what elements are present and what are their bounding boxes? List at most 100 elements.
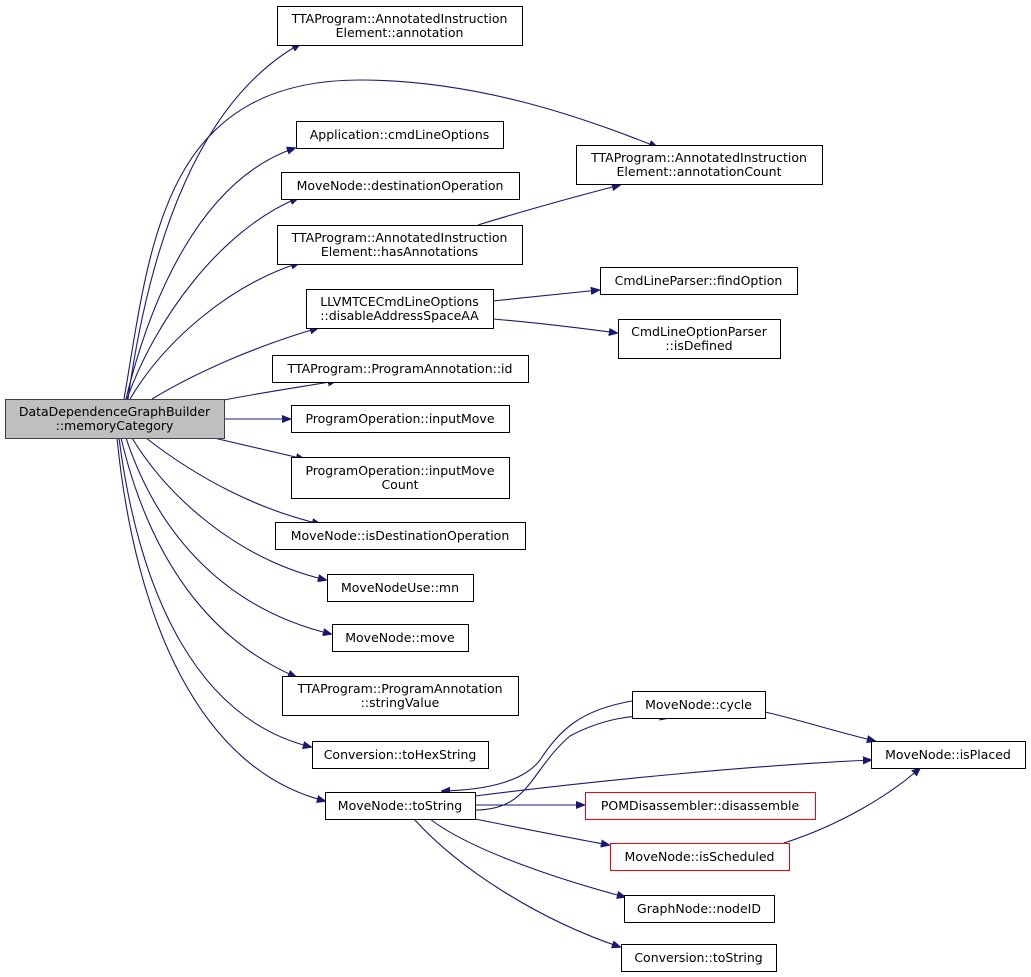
node-box: [621, 944, 777, 972]
edge-root-to-disableAddressSpaceAA: [151, 328, 318, 400]
nodes-layer: DataDependenceGraphBuilder::memoryCatego…: [5, 6, 1026, 972]
edge-root-to-cmdLineOptions: [125, 148, 295, 400]
node-isDestinationOperation[interactable]: MoveNode::isDestinationOperation: [275, 522, 526, 550]
node-root[interactable]: DataDependenceGraphBuilder::memoryCatego…: [5, 399, 225, 439]
node-label: ProgramOperation::inputMove: [305, 463, 494, 478]
node-box: [275, 522, 526, 550]
node-label: Element::annotation: [336, 25, 464, 40]
node-findOption[interactable]: CmdLineParser::findOption: [600, 267, 798, 295]
node-conversionToString[interactable]: Conversion::toString: [621, 944, 777, 972]
node-box: [325, 792, 476, 820]
node-box: [282, 676, 519, 716]
node-box: [272, 355, 529, 383]
node-box: [871, 741, 1026, 769]
edge-disableAddressSpaceAA-to-isDefined: [492, 318, 617, 333]
node-programAnnotationId[interactable]: TTAProgram::ProgramAnnotation::id: [272, 355, 529, 383]
edge-cycle-to-isPlaced: [764, 711, 875, 741]
edge-root-to-toHexString: [118, 437, 311, 747]
node-box: [576, 145, 823, 185]
edge-moveNodeToString-to-nodeID: [429, 818, 625, 897]
node-label: ProgramOperation::inputMove: [305, 411, 494, 426]
node-label: DataDependenceGraphBuilder: [19, 404, 211, 419]
node-label: LLVMTCECmdLineOptions: [320, 294, 479, 309]
node-hasAnnotations[interactable]: TTAProgram::AnnotatedInstructionElement:…: [277, 225, 523, 265]
node-label: MoveNode::isPlaced: [885, 747, 1011, 762]
node-label: TTAProgram::ProgramAnnotation::id: [287, 361, 513, 376]
node-box: [5, 399, 225, 439]
node-box: [296, 121, 504, 149]
edge-root-to-mn: [131, 437, 326, 580]
edge-root-to-move: [125, 437, 331, 634]
node-toHexString[interactable]: Conversion::toHexString: [312, 741, 489, 769]
node-box: [585, 792, 816, 820]
node-box: [600, 267, 798, 295]
node-isPlaced[interactable]: MoveNode::isPlaced: [871, 741, 1026, 769]
node-label: Conversion::toString: [634, 950, 762, 965]
node-cmdLineOptions[interactable]: Application::cmdLineOptions: [296, 121, 504, 149]
edge-hasAnnotations-to-annotationCount: [477, 185, 620, 226]
edge-root-to-inputMoveCount: [213, 437, 304, 459]
node-box: [312, 741, 489, 769]
node-box: [277, 6, 523, 46]
node-label: Conversion::toHexString: [324, 747, 477, 762]
node-annotationCount[interactable]: TTAProgram::AnnotatedInstructionElement:…: [576, 145, 823, 185]
node-label: TTAProgram::AnnotatedInstruction: [590, 150, 807, 165]
edge-root-to-moveNodeToString: [116, 437, 325, 801]
node-label: Element::annotationCount: [617, 164, 782, 179]
node-box: [332, 624, 469, 652]
node-annotation[interactable]: TTAProgram::AnnotatedInstructionElement:…: [277, 6, 523, 46]
node-label: ::memoryCategory: [56, 418, 174, 433]
node-box: [624, 895, 775, 923]
edge-root-to-hasAnnotations: [129, 263, 299, 400]
node-box: [327, 574, 474, 602]
node-label: MoveNode::move: [345, 630, 455, 645]
edge-moveNodeToString-to-isScheduled: [474, 818, 609, 845]
node-label: Application::cmdLineOptions: [310, 127, 490, 142]
edge-root-to-isDestinationOperation: [145, 437, 320, 524]
node-label: MoveNode::isScheduled: [625, 849, 775, 864]
node-disableAddressSpaceAA[interactable]: LLVMTCECmdLineOptions::disableAddressSpa…: [306, 289, 494, 329]
node-mn[interactable]: MoveNodeUse::mn: [327, 574, 474, 602]
edge-root-to-programAnnotationId: [223, 381, 336, 401]
node-label: CmdLineParser::findOption: [615, 273, 783, 288]
edge-root-to-stringValue: [120, 437, 296, 677]
node-label: TTAProgram::ProgramAnnotation: [296, 681, 502, 696]
node-label: ::disableAddressSpaceAA: [320, 308, 479, 323]
node-isScheduled[interactable]: MoveNode::isScheduled: [610, 843, 790, 871]
node-label: MoveNode::toString: [338, 798, 462, 813]
edge-disableAddressSpaceAA-to-findOption: [492, 290, 599, 302]
node-isDefined[interactable]: CmdLineOptionParser::isDefined: [618, 319, 781, 359]
edge-moveNodeToString-to-conversionToString: [413, 818, 620, 947]
node-box: [291, 457, 510, 499]
edge-root-to-annotationCount: [123, 79, 657, 400]
edge-root-to-destinationOperation: [126, 198, 298, 400]
node-cycle[interactable]: MoveNode::cycle: [632, 691, 766, 719]
node-destinationOperation[interactable]: MoveNode::destinationOperation: [281, 172, 520, 200]
node-box: [281, 172, 520, 200]
node-label: Element::hasAnnotations: [321, 244, 478, 259]
node-label: POMDisassembler::disassemble: [601, 798, 800, 813]
node-label: Count: [381, 477, 418, 492]
node-label: TTAProgram::AnnotatedInstruction: [291, 230, 508, 245]
edge-cycle-to-moveNodeToString: [442, 700, 633, 791]
node-label: ::isDefined: [665, 338, 732, 353]
node-label: MoveNode::destinationOperation: [297, 178, 504, 193]
node-move[interactable]: MoveNode::move: [332, 624, 469, 652]
node-box: [618, 319, 781, 359]
node-label: MoveNode::isDestinationOperation: [291, 528, 510, 543]
edge-isScheduled-to-isPlaced: [783, 768, 920, 844]
edges-layer: [116, 44, 920, 947]
node-box: [306, 289, 494, 329]
node-disassemble[interactable]: POMDisassembler::disassemble: [585, 792, 816, 820]
node-box: [632, 691, 766, 719]
node-box: [610, 843, 790, 871]
node-moveNodeToString[interactable]: MoveNode::toString: [325, 792, 476, 820]
node-label: MoveNode::cycle: [645, 697, 752, 712]
node-nodeID[interactable]: GraphNode::nodeID: [624, 895, 775, 923]
node-stringValue[interactable]: TTAProgram::ProgramAnnotation::stringVal…: [282, 676, 519, 716]
edge-root-to-annotation: [127, 44, 300, 400]
node-label: CmdLineOptionParser: [631, 324, 768, 339]
node-inputMove[interactable]: ProgramOperation::inputMove: [291, 405, 510, 433]
